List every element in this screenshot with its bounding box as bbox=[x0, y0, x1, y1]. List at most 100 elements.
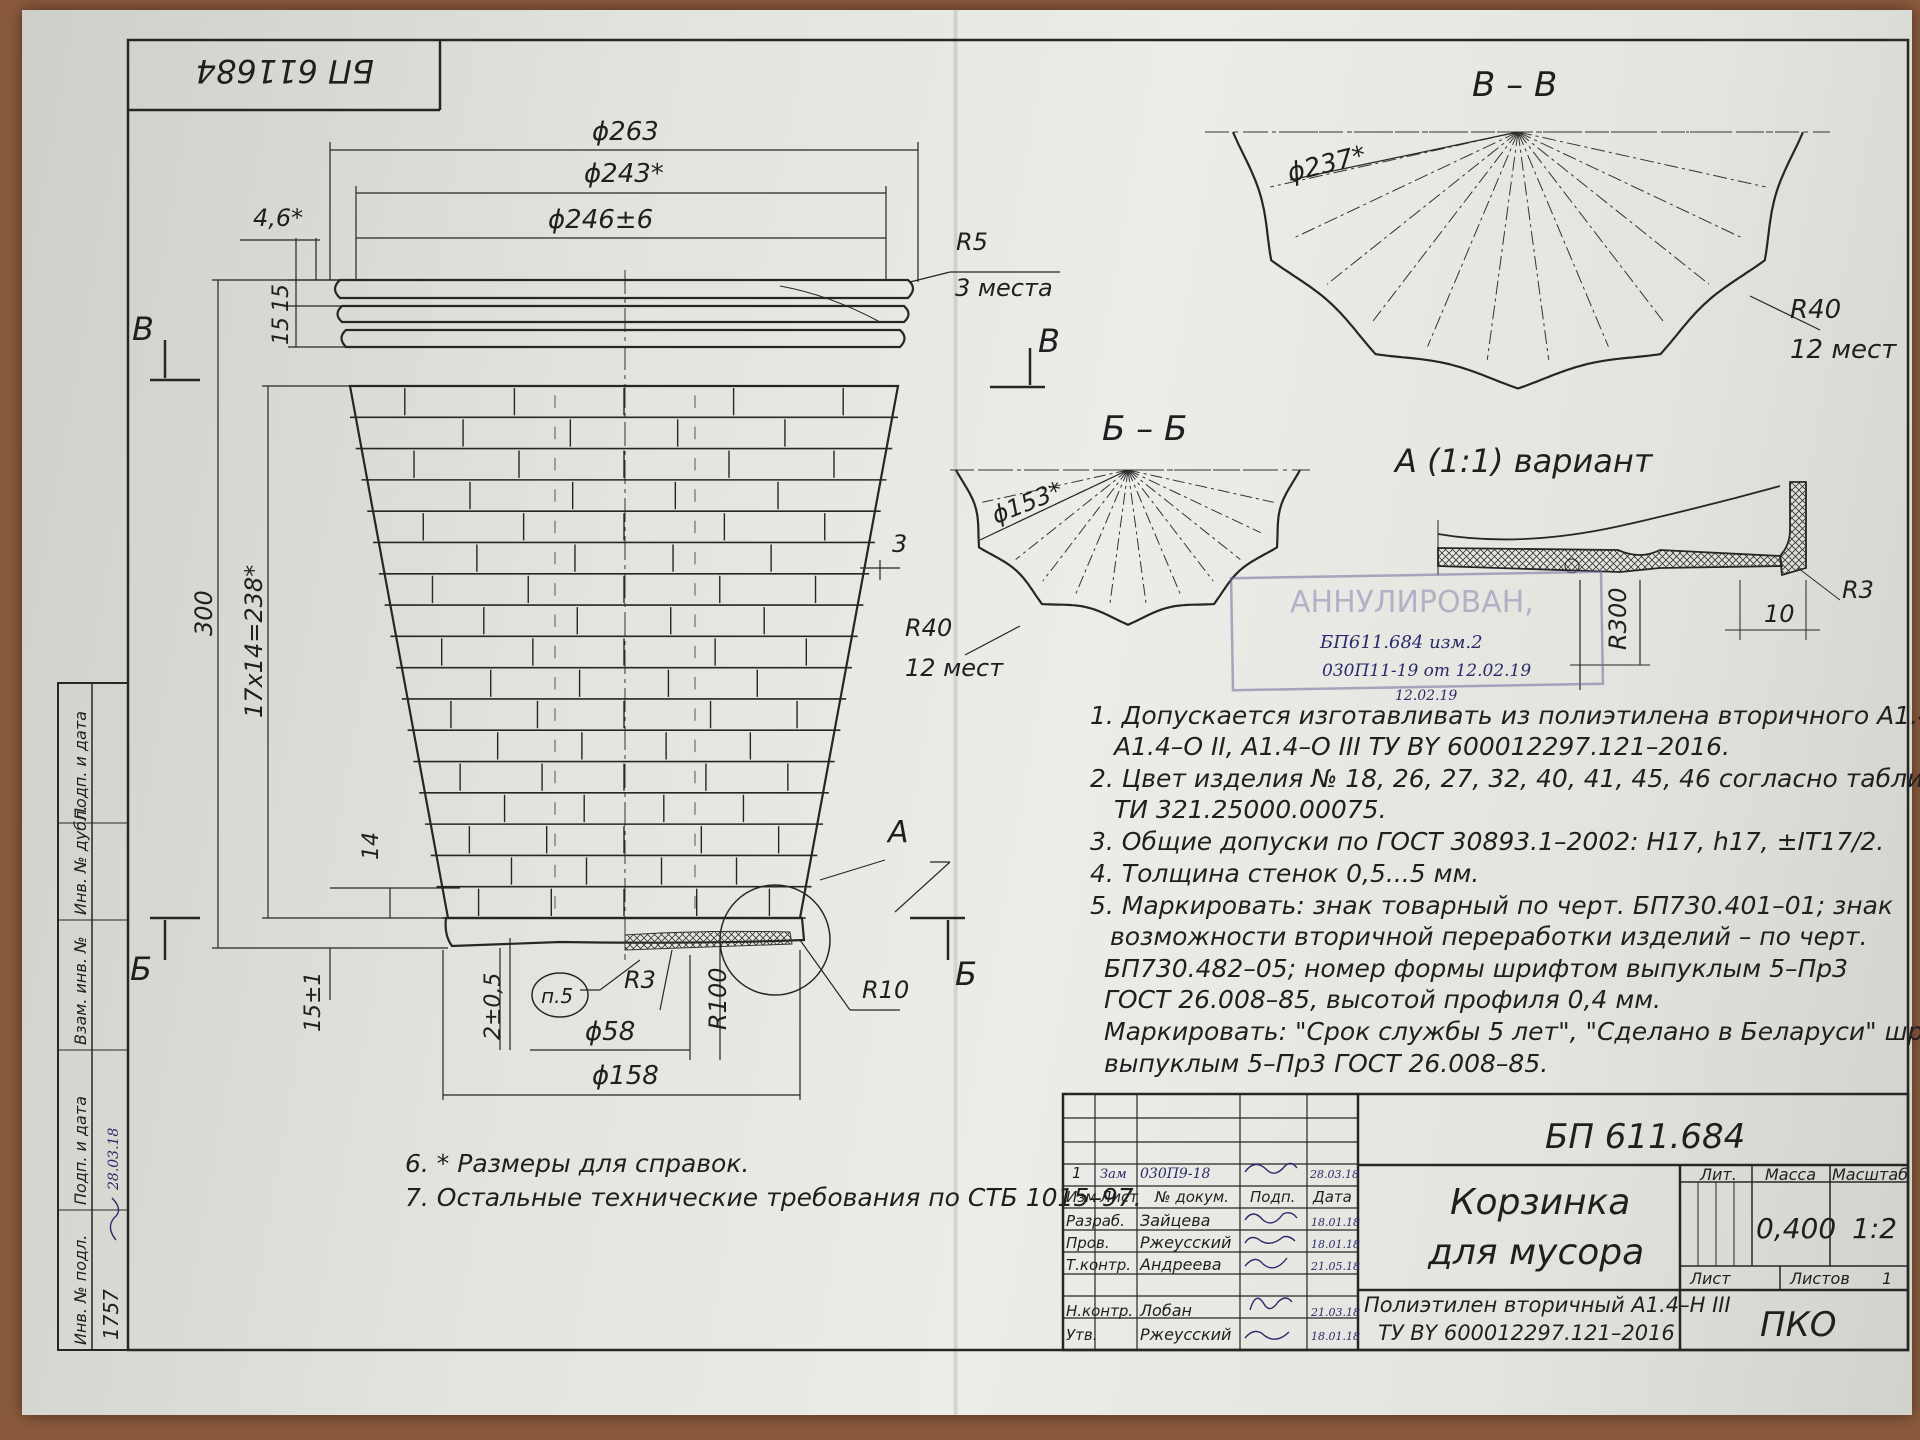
drawing-sheet bbox=[22, 10, 1912, 1415]
cut-label-v-left: В bbox=[132, 310, 154, 348]
stamp-line-2: 030П11-19 от 12.02.19 bbox=[1322, 661, 1531, 681]
dim-d246: ϕ246±6 bbox=[548, 205, 653, 235]
stamp-line-1: БП611.684 изм.2 bbox=[1319, 632, 1483, 653]
row-role-6: Утв. bbox=[1066, 1326, 1098, 1344]
wicker-pattern bbox=[350, 388, 898, 919]
section-ray bbox=[1270, 131, 1519, 188]
section-ray bbox=[1517, 131, 1745, 240]
sheet-fold bbox=[953, 10, 959, 1415]
title-change-row: 1 Зам 030П9-18 28.03.18 bbox=[1072, 1164, 1359, 1182]
section-ray bbox=[982, 469, 1129, 503]
note-2b: ТИ 321.25000.00075. bbox=[1114, 795, 1387, 824]
change-date: 28.03.18 bbox=[1309, 1168, 1359, 1181]
section-ray bbox=[1042, 469, 1129, 582]
note-ref: п.5 bbox=[541, 984, 573, 1008]
note-3: 3. Общие допуски по ГОСТ 30893.1–2002: Н… bbox=[1090, 827, 1884, 856]
dim-15pm1: 15±1 bbox=[301, 972, 326, 1032]
title-mass: 0,400 bbox=[1756, 1212, 1836, 1245]
row-date-1: 18.01.18 bbox=[1311, 1216, 1360, 1229]
note-1b: А1.4–О II, А1.4–О III ТУ BY 600012297.12… bbox=[1112, 732, 1730, 761]
section-ray bbox=[1427, 131, 1519, 347]
row-name-5: Лобан bbox=[1139, 1301, 1192, 1320]
dim-300: 300 bbox=[190, 590, 218, 636]
section-ray bbox=[1127, 469, 1182, 597]
dim-d158: ϕ158 bbox=[592, 1061, 659, 1091]
section-vv-places: 12 мест bbox=[1790, 335, 1897, 365]
dim-r5: R5 bbox=[956, 228, 988, 256]
side-label-3: Взам. инв. № bbox=[71, 936, 90, 1045]
dim-3: 3 bbox=[892, 530, 907, 558]
detail-a-r300: R300 bbox=[1604, 588, 1632, 650]
dim-r100: R100 bbox=[704, 968, 732, 1030]
title-drawing-number: БП 611.684 bbox=[1545, 1117, 1745, 1157]
row-role-1: Разраб. bbox=[1066, 1212, 1125, 1230]
detail-a-r3: R3 bbox=[1842, 576, 1874, 604]
section-bb-title: Б – Б bbox=[1102, 409, 1187, 449]
row-role-2: Пров. bbox=[1066, 1234, 1110, 1252]
section-ray bbox=[1517, 131, 1766, 188]
section-ray bbox=[1127, 469, 1274, 503]
change-type: Зам bbox=[1100, 1167, 1127, 1182]
side-block bbox=[57, 682, 129, 1351]
stamp-line-3: 12.02.19 bbox=[1395, 688, 1457, 704]
note-1a: 1. Допускается изготавливать из полиэтил… bbox=[1090, 701, 1920, 730]
title-sheet-label: Лист bbox=[1689, 1269, 1731, 1288]
row-role-5: Н.контр. bbox=[1066, 1302, 1133, 1320]
dim-r10: R10 bbox=[862, 976, 909, 1004]
title-name-2: для мусора bbox=[1427, 1232, 1644, 1273]
mirrored-drawing-number: БП 611684 bbox=[196, 52, 374, 90]
section-ray bbox=[1127, 469, 1241, 560]
dim-4-6: 4,6* bbox=[253, 204, 303, 232]
detail-a-title: А (1:1) вариант bbox=[1393, 442, 1654, 480]
row-name-1: Зайцева bbox=[1140, 1211, 1210, 1230]
cancellation-stamp: АННУЛИРОВАН, bbox=[1229, 570, 1605, 692]
cut-label-b-right: Б bbox=[955, 955, 977, 993]
section-ray bbox=[1372, 131, 1519, 322]
detail-a-10: 10 bbox=[1764, 600, 1795, 628]
section-ray bbox=[1127, 469, 1262, 534]
section-bb-places: 12 мест bbox=[905, 654, 1004, 682]
signatures bbox=[109, 1162, 1298, 1340]
section-ray bbox=[1517, 131, 1609, 347]
note-5b: возможности вторичной переработки издели… bbox=[1110, 922, 1867, 951]
note-5f: выпуклым 5–Пр3 ГОСТ 26.008–85. bbox=[1104, 1049, 1548, 1078]
row-name-2: Ржеусский bbox=[1140, 1233, 1231, 1252]
dim-15-b: 15 bbox=[269, 317, 294, 345]
front-dimensions bbox=[212, 142, 1060, 1100]
dim-2pm05: 2±0,5 bbox=[481, 973, 506, 1040]
section-ray bbox=[1517, 131, 1664, 322]
title-sheets-label: Листов bbox=[1789, 1269, 1850, 1288]
side-label-4: Подп. и дата bbox=[71, 1096, 90, 1205]
title-mass-label: Масса bbox=[1765, 1165, 1816, 1184]
title-lit-label: Лит. bbox=[1699, 1165, 1737, 1184]
detail-a bbox=[1437, 481, 1841, 690]
note-5d: ГОСТ 26.008–85, высотой профиля 0,4 мм. bbox=[1104, 985, 1661, 1014]
cut-label-v-right: В bbox=[1038, 322, 1060, 360]
section-ray bbox=[1127, 469, 1214, 582]
side-label-5: Инв. № подл. bbox=[71, 1235, 90, 1345]
section-ray bbox=[1326, 131, 1519, 285]
hdr-doc: № докум. bbox=[1154, 1188, 1229, 1206]
section-vv-title: В – В bbox=[1472, 65, 1557, 105]
section-ray bbox=[1486, 131, 1519, 360]
dim-17x14: 17x14=238* bbox=[240, 565, 268, 718]
change-doc: 030П9-18 bbox=[1140, 1166, 1210, 1182]
row-name-6: Ржеусский bbox=[1140, 1325, 1231, 1344]
stamp-faded-text: АННУЛИРОВАН, bbox=[1290, 585, 1534, 620]
cut-marks bbox=[150, 340, 1045, 960]
hdr-izm: Изм bbox=[1066, 1188, 1097, 1206]
section-vv-diameter: ϕ237* bbox=[1284, 140, 1369, 188]
side-date: 28.03.18 bbox=[106, 1128, 122, 1191]
change-num: 1 bbox=[1072, 1164, 1082, 1182]
dim-14: 14 bbox=[359, 832, 384, 860]
title-sheets: 1 bbox=[1882, 1269, 1892, 1288]
section-ray bbox=[1291, 131, 1519, 240]
row-date-5: 21.03.18 bbox=[1310, 1306, 1360, 1319]
note-5e: Маркировать: "Срок службы 5 лет", "Сдела… bbox=[1104, 1017, 1920, 1046]
section-ray bbox=[1074, 469, 1129, 597]
basket-front-view bbox=[333, 270, 915, 996]
dim-d58: ϕ58 bbox=[585, 1017, 635, 1047]
title-scale: 1:2 bbox=[1852, 1212, 1897, 1245]
row-date-6: 18.01.18 bbox=[1311, 1330, 1360, 1343]
